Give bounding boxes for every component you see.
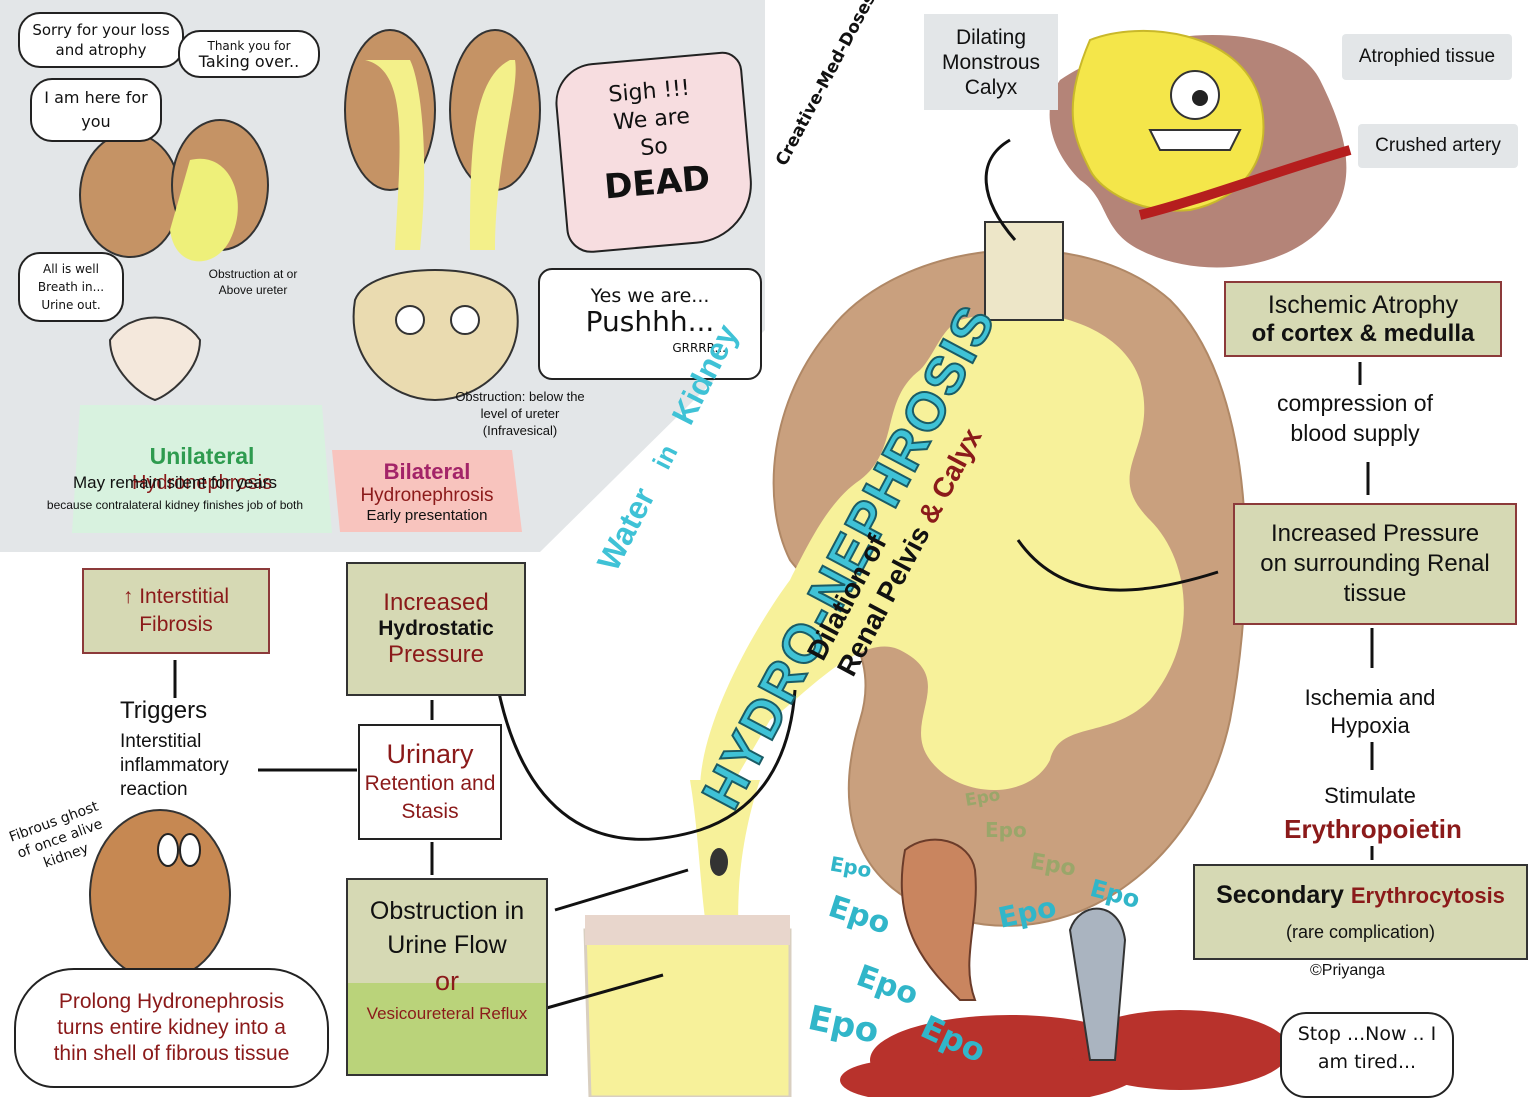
increased-pressure-box: Increased Pressure on surrounding Renal … (1233, 503, 1517, 625)
unilateral-subtitle: Hydronephrosis (131, 472, 273, 494)
triggers-sub: Interstitial inflammatory reaction (120, 731, 229, 800)
copyright-label: ©Priyanga (1310, 962, 1385, 979)
obstruction-line-1: Obstruction in Urine Flow (369, 897, 525, 959)
secondary-erythrocytosis-box: Secondary Erythrocytosis (rare complicat… (1193, 864, 1528, 960)
compression-label: compression of blood supply (1277, 390, 1433, 446)
bilateral-note: Early presentation (366, 506, 488, 524)
ischemic-line-2: of cortex & medulla (1251, 319, 1475, 347)
yes-line-3: GRRRR... (672, 341, 726, 355)
sorry-bubble: Sorry for your loss and atrophy (18, 12, 184, 68)
dilating-calyx-label: Dilating Monstrous Calyx (924, 14, 1058, 110)
i-am-here-bubble: I am here for you (30, 78, 162, 142)
obstruction-box: Obstruction in Urine Flow or Vesicourete… (346, 878, 548, 1076)
unilateral-note-1: May remain silent for years (72, 473, 278, 492)
unilateral-box: Unilateral Hydronephrosis (72, 405, 332, 533)
epo-label-10: Epo (915, 1007, 992, 1071)
unilateral-title: Unilateral (149, 443, 255, 469)
obstruction-stone (710, 848, 728, 876)
obstruction-or: or (434, 966, 459, 996)
epo-label-4: Epo (1087, 873, 1143, 915)
erythrocytosis-word: Erythrocytosis (1350, 883, 1505, 908)
urinary-line-1: Urinary (386, 738, 474, 769)
triggers-label: Triggers (120, 697, 208, 724)
hydrostatic-line-2: Hydrostatic (378, 617, 494, 640)
monstrous-calyx-shape (1071, 29, 1265, 212)
hydrostatic-line-1: Increased (383, 589, 489, 616)
epo-label-8: Epo (851, 958, 923, 1013)
angry-bladder (352, 269, 519, 402)
arrow-obstruction-to-ureter (554, 868, 689, 912)
secondary-note: (rare complication) (1285, 922, 1436, 942)
arrow-hydrostatic-to-dilation (493, 671, 797, 841)
stimulate-label: Stimulate (1324, 783, 1416, 808)
taking-over-text: Taking over.. (198, 52, 300, 71)
all-is-well-bubble: All is well Breath in... Urine out. (18, 252, 124, 322)
obstruction-upper-label: Obstruction at or Above ureter (208, 267, 298, 297)
red-blood-cells (840, 1010, 1290, 1097)
secondary-title: Secondary Erythrocytosis (1216, 881, 1505, 910)
calyx-window (984, 221, 1064, 321)
hydrostatic-line-3: Pressure (387, 641, 485, 668)
ischemic-atrophy-box: Ischemic Atrophy of cortex & medulla (1224, 281, 1502, 357)
epo-label-5: Epo (995, 890, 1060, 935)
urinary-line-2: Retention and Stasis (364, 771, 496, 823)
ischemia-label: Ischemia and Hypoxia (1304, 685, 1436, 738)
epo-label-6: Epo (828, 851, 874, 883)
yes-we-are-bubble: Yes we are... Pushhh... GRRRR... (538, 268, 762, 380)
urinary-retention-box: Urinary Retention and Stasis (358, 724, 502, 840)
atrophied-tissue-label: Atrophied tissue (1342, 34, 1512, 80)
bilateral-subtitle: Hydronephrosis (360, 484, 494, 506)
interstitial-fibrosis-box: ↑ Interstitial Fibrosis (82, 568, 270, 654)
obstruction-lower-label: Obstruction: below the level of ureter (… (455, 389, 585, 438)
epo-creature (900, 838, 977, 1001)
epo-label-9: Epo (804, 998, 883, 1052)
epo-label-3: Epo (1028, 849, 1078, 882)
obstruction-line-2: Vesicoureteral Reflux (366, 1004, 528, 1023)
ischemic-line-1: Ischemic Atrophy (1267, 290, 1459, 319)
yes-line-2: Pushhh... (585, 305, 715, 338)
crushed-artery-shape (1138, 145, 1352, 220)
bilateral-title: Bilateral (383, 458, 471, 484)
unilateral-note-2: because contralateral kidney finishes jo… (46, 498, 304, 512)
bilateral-box: Bilateral Hydronephrosis Early presentat… (332, 450, 522, 532)
prolong-hydronephrosis-note: Prolong Hydronephrosis turns entire kidn… (14, 968, 329, 1088)
crushed-artery-label: Crushed artery (1358, 124, 1518, 168)
epo-label-1: Epo (963, 785, 1002, 811)
arrow-pressure (1016, 539, 1219, 592)
secondary-word: Secondary (1216, 881, 1344, 909)
dilated-pelvis-shape (700, 312, 1184, 790)
arrow-calyx-to-label (984, 138, 1017, 241)
erythropoietin-label: Erythropoietin (1284, 814, 1462, 844)
epo-label-7: Epo (824, 889, 895, 942)
thank-you-text: Thank you for (207, 39, 291, 53)
tired-creature (1068, 907, 1127, 1061)
epo-label-2: Epo (985, 818, 1027, 842)
tired-bubble: Stop ...Now .. I am tired... (1280, 1012, 1454, 1098)
thank-you-bubble: Thank you for Taking over.. (178, 30, 320, 78)
yes-line-1: Yes we are... (590, 285, 710, 307)
hydrostatic-box: Increased Hydrostatic Pressure (346, 562, 526, 696)
